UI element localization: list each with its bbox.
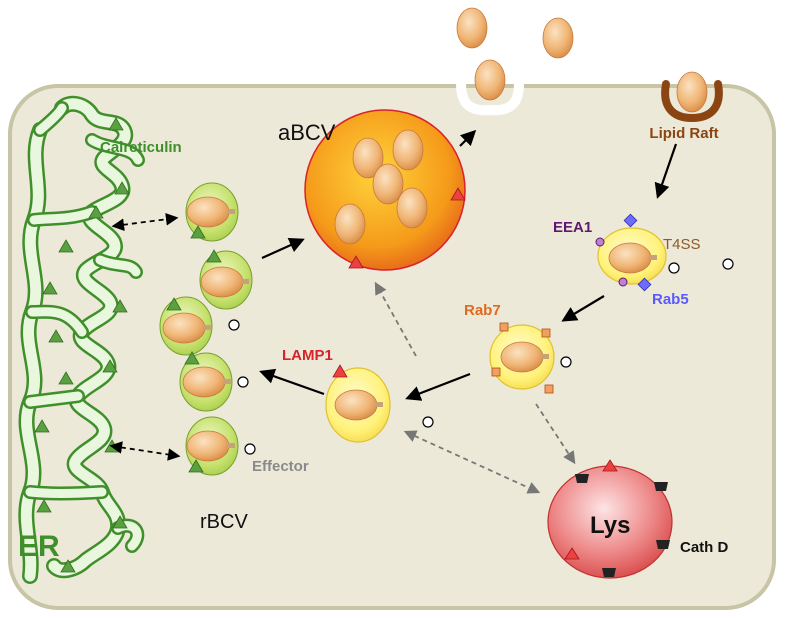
cathepsin-d-markers — [575, 474, 670, 577]
arrow-early-to-rab7 — [561, 295, 605, 322]
extracellular-bacterium — [456, 7, 488, 49]
lysosome-label: Lys — [590, 512, 630, 539]
extracellular-bacterium — [542, 17, 574, 59]
er-label: ER — [18, 530, 60, 563]
lamp1-label: LAMP1 — [282, 347, 333, 364]
arrow-rbcv-to-abcv — [261, 238, 305, 260]
lipid-raft — [661, 80, 723, 123]
exit-membrane — [456, 71, 524, 116]
rbcv-vacuole — [185, 416, 239, 476]
abcv-label: aBCV — [278, 120, 336, 145]
t4ss-label: T4SS — [663, 236, 701, 253]
arrow-abcv-exit — [459, 129, 477, 147]
rbcv-vacuole — [179, 351, 233, 412]
grey-dashed-arrows — [374, 281, 576, 494]
arrow-raft-to-early — [654, 143, 678, 199]
er-exchange-arrows — [109, 213, 181, 461]
rbcv-label: rBCV — [200, 511, 248, 533]
lysosome — [547, 459, 673, 579]
eea1-label: EEA1 — [553, 219, 592, 236]
entering-bacterium — [676, 71, 708, 113]
cath-d-label: Cath D — [680, 539, 729, 556]
calreticulin-label: Calreticulin — [100, 139, 182, 156]
rbcv-vacuole — [185, 182, 239, 242]
arrow-rab7-to-lamp1 — [405, 372, 471, 401]
early-bcv-vacuole — [595, 213, 734, 292]
solid-arrows — [259, 129, 678, 401]
endoplasmic-reticulum — [18, 95, 145, 584]
late-bcv-vacuole — [489, 322, 572, 394]
rbcv-vacuole — [159, 296, 213, 356]
calreticulin-markers — [34, 117, 130, 573]
effector-molecules — [228, 319, 256, 455]
rbcv-vacuole — [199, 249, 253, 310]
effector-label: Effector — [252, 458, 309, 475]
abcv-vacuole — [304, 109, 466, 271]
rab5-label: Rab5 — [652, 291, 689, 308]
rab7-label: Rab7 — [464, 302, 501, 319]
arrow-lamp1-to-rbcv — [259, 368, 325, 396]
lipid-raft-label: Lipid Raft — [649, 125, 718, 142]
rbcv-cluster — [159, 182, 256, 476]
lamp1-bcv-vacuole — [325, 364, 434, 443]
exiting-bacterium — [474, 59, 506, 101]
